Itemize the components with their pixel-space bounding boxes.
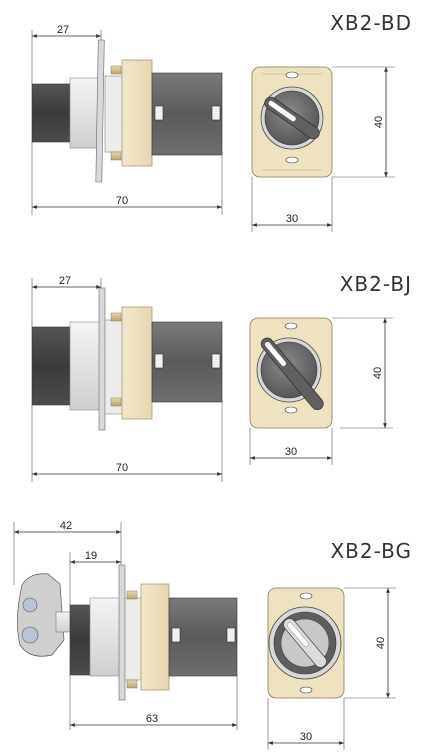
side-view bbox=[17, 564, 238, 701]
front-view bbox=[251, 66, 333, 178]
drawing-xb2-bj: XB2-BJ 2 bbox=[31, 272, 412, 482]
dimensions: 42 19 63 40 30 bbox=[13, 520, 396, 750]
dimensions: 27 70 40 30 bbox=[31, 275, 393, 482]
model-label: XB2-BD bbox=[330, 11, 412, 35]
dim-length: 63 bbox=[146, 713, 158, 725]
dim-height: 40 bbox=[373, 116, 385, 128]
dim-length: 70 bbox=[116, 195, 128, 207]
dim-overall: 42 bbox=[60, 520, 72, 532]
dim-width: 30 bbox=[286, 213, 298, 225]
drawing-xb2-bg: XB2-BG bbox=[13, 520, 412, 750]
dim-width: 30 bbox=[300, 731, 312, 743]
dim-height: 40 bbox=[372, 367, 384, 379]
dim-width: 30 bbox=[285, 446, 297, 458]
dim-height: 40 bbox=[375, 637, 387, 649]
dim-mount: 27 bbox=[59, 275, 71, 287]
dim-mount: 27 bbox=[57, 24, 69, 36]
front-view bbox=[267, 587, 345, 699]
model-label: XB2-BG bbox=[330, 539, 412, 563]
side-view bbox=[31, 287, 223, 431]
dimensions: 27 70 40 30 bbox=[31, 24, 395, 232]
side-view bbox=[31, 39, 223, 183]
front-view bbox=[249, 317, 333, 429]
dim-mount: 19 bbox=[85, 550, 97, 562]
model-label: XB2-BJ bbox=[340, 272, 412, 296]
drawing-xb2-bd: XB2-BD bbox=[31, 11, 412, 232]
dim-length: 70 bbox=[116, 462, 128, 474]
